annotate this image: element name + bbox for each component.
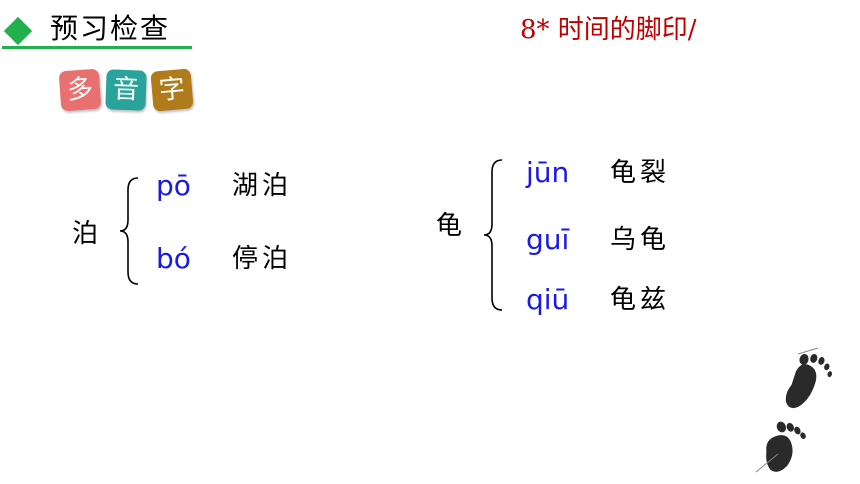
pinyin-jun: jūn — [526, 156, 570, 189]
badge-tile-2: 音 — [105, 69, 147, 111]
word-hupo: 湖泊 — [232, 171, 293, 201]
pinyin-gui: guī — [526, 223, 570, 256]
word-tingbo: 停泊 — [232, 244, 293, 274]
word-junlie: 龟裂 — [610, 158, 671, 188]
brace-group-1 — [119, 177, 139, 285]
lesson-title: 8* 时间的脚印/ — [520, 15, 697, 45]
polyphone-char-gui: 龟 — [436, 211, 463, 241]
pinyin-qiu: qiū — [526, 283, 570, 316]
pinyin-bo: bó — [156, 242, 191, 275]
polyphone-char-bo: 泊 — [72, 219, 99, 249]
word-qiuci: 龟兹 — [610, 285, 671, 315]
diamond-bullet-icon — [3, 16, 33, 46]
section-underline — [2, 46, 192, 49]
footprints-icon — [755, 347, 833, 473]
brace-group-2 — [483, 159, 503, 311]
pinyin-po: pō — [156, 169, 191, 202]
badge-tile-1: 多 — [58, 68, 102, 112]
section-title: 预习检查 — [50, 12, 171, 45]
badge-tile-3: 字 — [150, 68, 194, 112]
word-wugui: 乌龟 — [610, 225, 671, 255]
